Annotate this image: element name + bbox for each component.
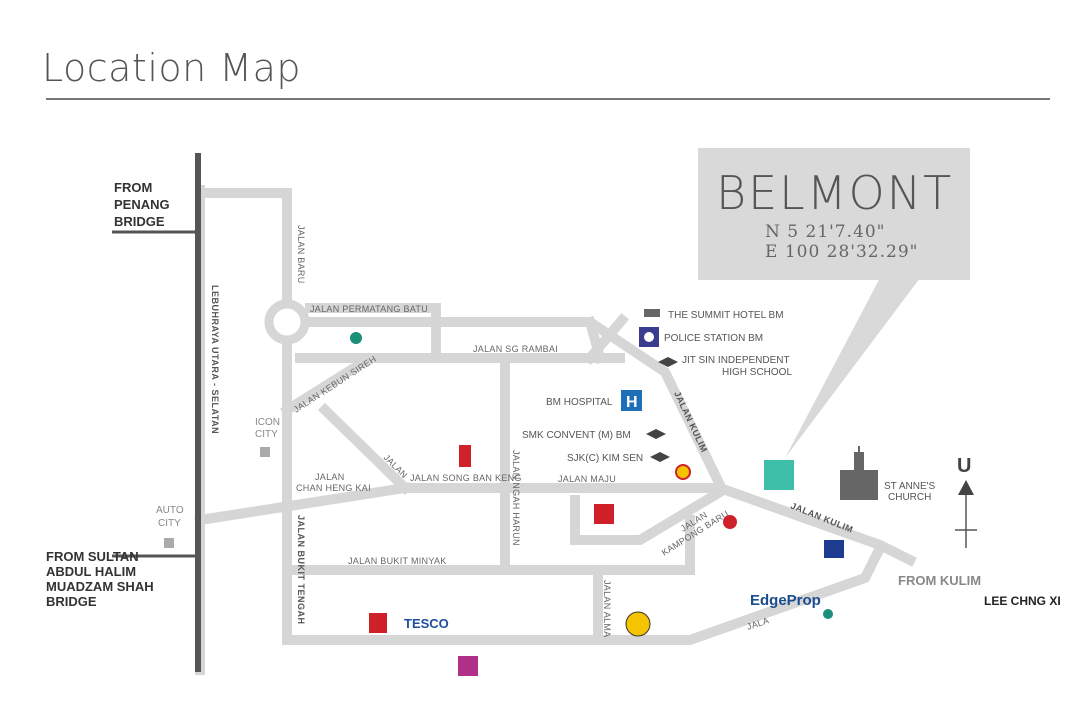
tesco-logo: TESCO <box>404 616 449 631</box>
belmont-longitude: E 100 28'32.29" <box>765 242 919 262</box>
north-indicator-label: U <box>957 455 971 477</box>
road-chan-heng-kai-1: JALAN <box>315 472 345 482</box>
poi-church-2: CHURCH <box>888 492 931 503</box>
poi-auto-city-1: AUTO <box>156 505 184 516</box>
hospital-icon <box>621 390 642 411</box>
belmont-callout <box>698 148 970 280</box>
poi-smk-convent: SMK CONVENT (M) BM <box>522 430 631 441</box>
title-divider <box>46 98 1050 100</box>
store-icon <box>594 504 614 524</box>
road-lebuhraya: LEBUHRAYA UTARA - SELATAN <box>210 285 220 434</box>
north-arrow-icon <box>958 480 974 495</box>
belmont-brand: BELMONT <box>716 166 954 220</box>
icon-city-marker <box>260 447 270 457</box>
poi-police-station: POLICE STATION BM <box>664 333 763 344</box>
poi-auto-city-2: CITY <box>158 518 181 529</box>
from-sultan-line-2: ABDUL HALIM <box>46 564 136 579</box>
poi-icon-city-2: CITY <box>255 429 278 440</box>
from-sultan-line-3: MUADZAM SHAH <box>46 579 154 594</box>
poi-summit-hotel: THE SUMMIT HOTEL BM <box>668 310 784 321</box>
road-song-ban-keng: JALAN SONG BAN KENG <box>410 473 522 483</box>
petronas-icon <box>350 332 362 344</box>
road-permatang-batu: JALAN PERMATANG BATU <box>310 304 428 314</box>
roundabout <box>264 299 310 345</box>
poi-jit-sin-2: HIGH SCHOOL <box>722 367 792 378</box>
poi-church-1: ST ANNE'S <box>884 481 936 492</box>
poi-sjk-kim-sen: SJK(C) KIM SEN <box>567 453 643 464</box>
hospital-h-glyph: H <box>626 394 638 411</box>
road-bukit-minyak: JALAN BUKIT MINYAK <box>348 556 447 566</box>
graduation-cap-icon <box>646 429 666 439</box>
bank-icon <box>723 515 737 529</box>
police-badge <box>644 332 654 342</box>
agent-watermark: LEE CHNG XI <box>984 594 1061 608</box>
from-penang-line-3: BRIDGE <box>114 214 165 229</box>
page-title: Location Map <box>42 46 301 90</box>
from-penang-line-2: PENANG <box>114 197 170 212</box>
from-kulim-label: FROM KULIM <box>898 573 981 588</box>
belmont-latitude: N 5 21'7.40" <box>765 222 886 242</box>
auto-city-marker <box>164 538 174 548</box>
petrol-station-icon <box>824 540 844 558</box>
petronas-icon <box>823 609 833 619</box>
poi-icon-city-1: ICON <box>255 417 280 428</box>
shell-icon <box>675 464 691 480</box>
from-penang-line-1: FROM <box>114 180 152 195</box>
aeon-icon <box>458 656 478 676</box>
edgeprop-watermark: EdgeProp <box>750 592 821 609</box>
kfc-icon <box>459 445 471 467</box>
road-jalan-baru: JALAN BARU <box>296 225 306 284</box>
poi-jit-sin-1: JIT SIN INDEPENDENT <box>682 355 790 366</box>
road-sg-rambai: JALAN SG RAMBAI <box>473 344 558 354</box>
school-crest-icon <box>625 611 651 637</box>
poi-bm-hospital: BM HOSPITAL <box>546 397 613 408</box>
graduation-cap-icon <box>650 452 670 462</box>
church-icon <box>840 446 878 500</box>
road-chan-heng-kai-2: CHAN HENG KAI <box>296 483 371 493</box>
bed-icon <box>644 309 660 317</box>
road-ngah-harun: JALAN NGAH HARUN <box>511 450 521 546</box>
road-kulim-north: JALAN KULIM <box>672 390 709 454</box>
road-alma: JALAN ALMA <box>602 580 612 638</box>
from-sultan-line-1: FROM SULTAN <box>46 549 139 564</box>
graduation-cap-icon <box>658 357 678 367</box>
road-bukit-tengah: JALAN BUKIT TENGAH <box>296 515 306 625</box>
mcdonalds-icon <box>369 613 387 633</box>
belmont-location-marker <box>764 460 794 490</box>
road-maju: JALAN MAJU <box>558 474 616 484</box>
callout-pointer <box>785 278 920 458</box>
from-sultan-line-4: BRIDGE <box>46 594 97 609</box>
